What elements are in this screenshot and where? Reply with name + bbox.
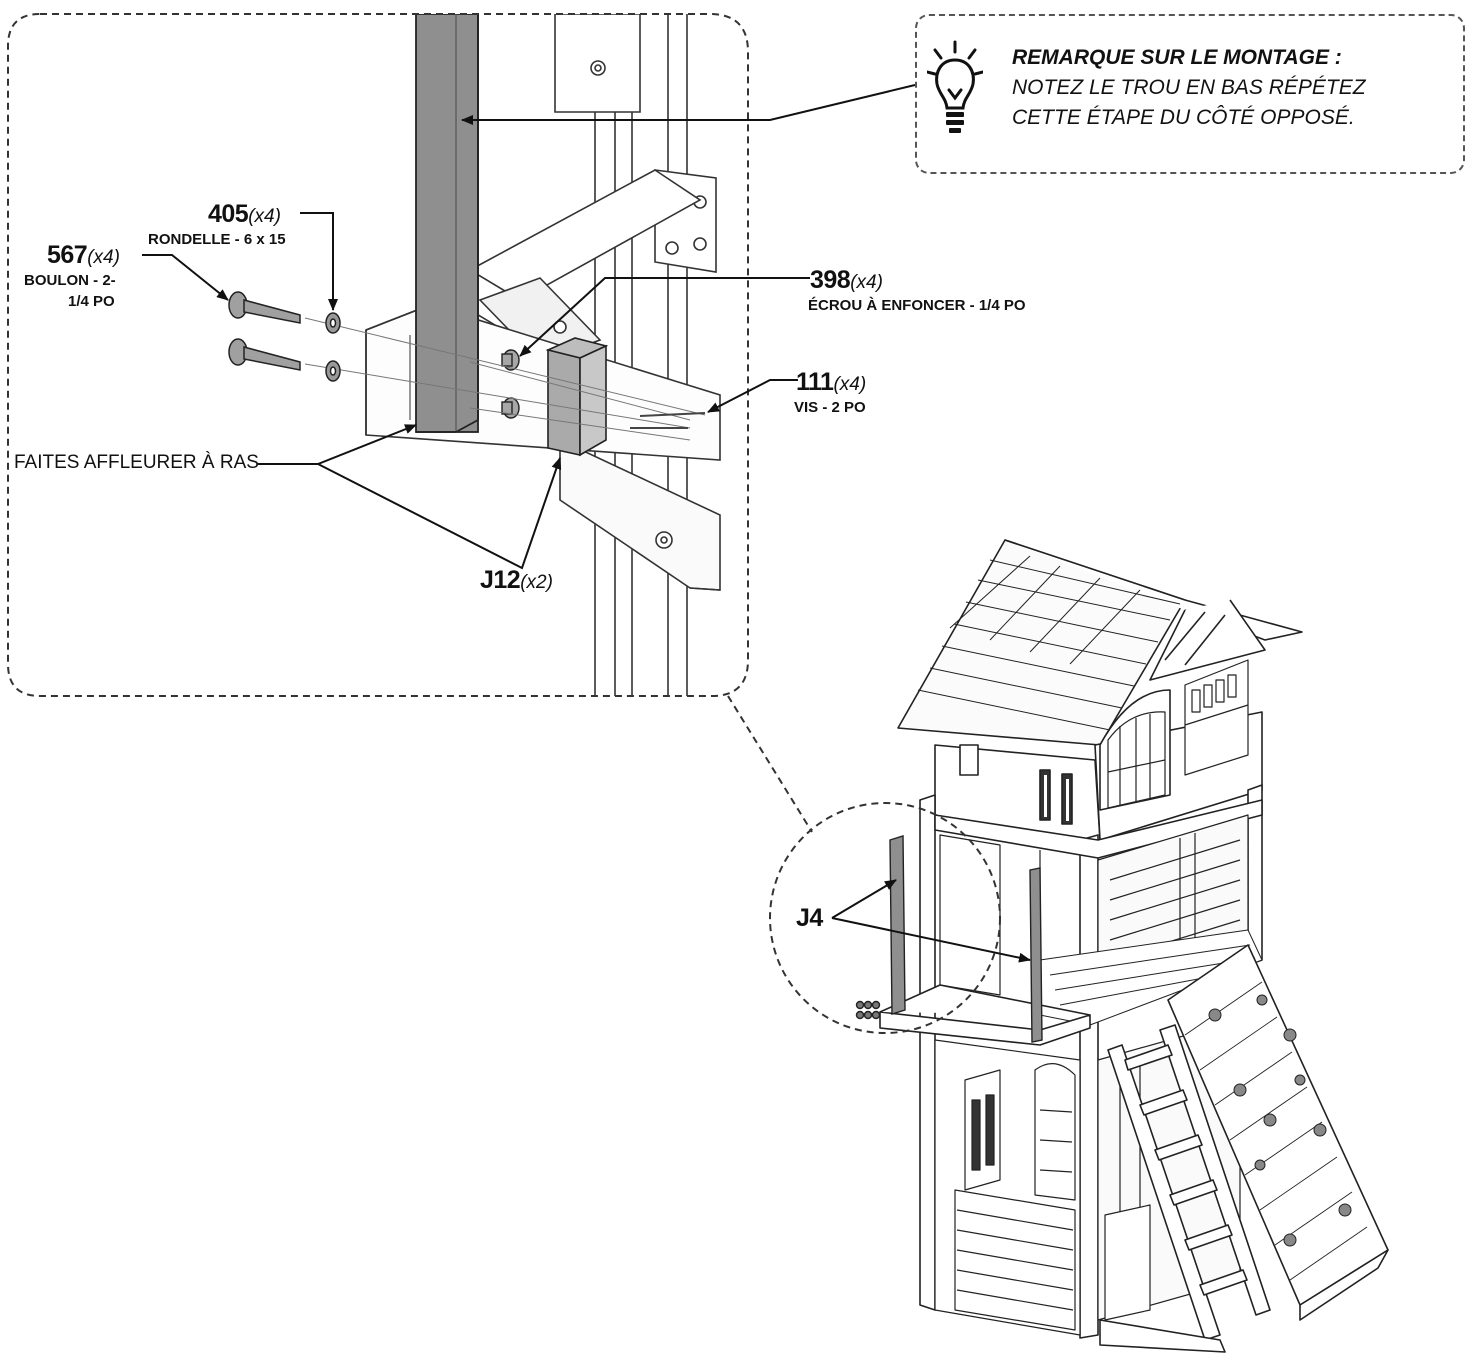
leader-405 bbox=[300, 212, 338, 311]
climbing-wall bbox=[1167, 944, 1389, 1321]
leader-111 bbox=[707, 379, 798, 413]
note-leader bbox=[461, 84, 916, 125]
circle-callout bbox=[769, 802, 1001, 1034]
leader-j4-1 bbox=[831, 879, 897, 919]
block-j12 bbox=[545, 337, 609, 457]
post-j4-detail bbox=[415, 14, 479, 433]
part-405-label: 405(x4) bbox=[208, 200, 281, 229]
leader-flush-2 bbox=[317, 457, 562, 570]
part-398-label: 398(x4) bbox=[810, 266, 883, 295]
upper-window-right bbox=[1184, 659, 1249, 776]
part-398-qty: (x4) bbox=[850, 272, 883, 293]
part-398-number: 398 bbox=[810, 266, 851, 294]
part-567-qty: (x4) bbox=[87, 247, 120, 268]
part-567-label: 567(x4) bbox=[47, 241, 120, 270]
assembly-note: REMARQUE SUR LE MONTAGE : NOTEZ LE TROU … bbox=[915, 14, 1465, 174]
part-j12-label: J12(x2) bbox=[480, 566, 553, 595]
playhouse-tower bbox=[879, 539, 1389, 1353]
upper-window-left bbox=[1107, 711, 1166, 809]
leader-567 bbox=[142, 254, 229, 301]
screw-axes bbox=[304, 317, 706, 441]
lightbulb-icon bbox=[927, 40, 983, 133]
part-567-desc-2: 1/4 PO bbox=[68, 293, 115, 310]
part-j4-label: J4 bbox=[796, 904, 823, 933]
wall-frame bbox=[554, 14, 688, 696]
screws bbox=[630, 412, 706, 429]
detail-connector bbox=[727, 695, 813, 833]
part-398-desc: ÉCROU À ENFONCER - 1/4 PO bbox=[808, 297, 1026, 314]
upper-cabin bbox=[934, 659, 1263, 841]
note-line-2: CETTE ÉTAPE DU CÔTÉ OPPOSÉ. bbox=[1012, 106, 1355, 129]
part-111-label: 111(x4) bbox=[796, 368, 866, 397]
part-j12-number: J12 bbox=[480, 566, 521, 594]
ladder bbox=[1107, 1024, 1271, 1341]
detail-callout bbox=[228, 14, 721, 696]
climbing-holds bbox=[1208, 994, 1352, 1247]
washers bbox=[325, 312, 341, 382]
leader-j4-2 bbox=[831, 917, 1031, 963]
part-567-number: 567 bbox=[47, 241, 88, 269]
note-line-1: NOTEZ LE TROU EN BAS RÉPÉTEZ bbox=[1012, 76, 1366, 99]
part-405-qty: (x4) bbox=[248, 206, 281, 227]
part-111-desc: VIS - 2 PO bbox=[794, 399, 866, 416]
leader-398 bbox=[519, 277, 810, 357]
part-j12-qty: (x2) bbox=[520, 572, 553, 593]
flush-instruction: FAITES AFFLEURER À RAS bbox=[14, 452, 259, 473]
roof bbox=[897, 539, 1303, 746]
part-567-desc-1: BOULON - 2- bbox=[24, 272, 116, 289]
part-405-desc: RONDELLE - 6 x 15 bbox=[148, 231, 286, 248]
part-111-number: 111 bbox=[796, 368, 834, 396]
part-111-qty: (x4) bbox=[833, 374, 867, 395]
part-j4-number: J4 bbox=[796, 904, 823, 932]
part-405-number: 405 bbox=[208, 200, 249, 228]
bolts bbox=[228, 291, 301, 371]
note-title: REMARQUE SUR LE MONTAGE : bbox=[1012, 46, 1342, 69]
detail-border bbox=[7, 13, 749, 697]
